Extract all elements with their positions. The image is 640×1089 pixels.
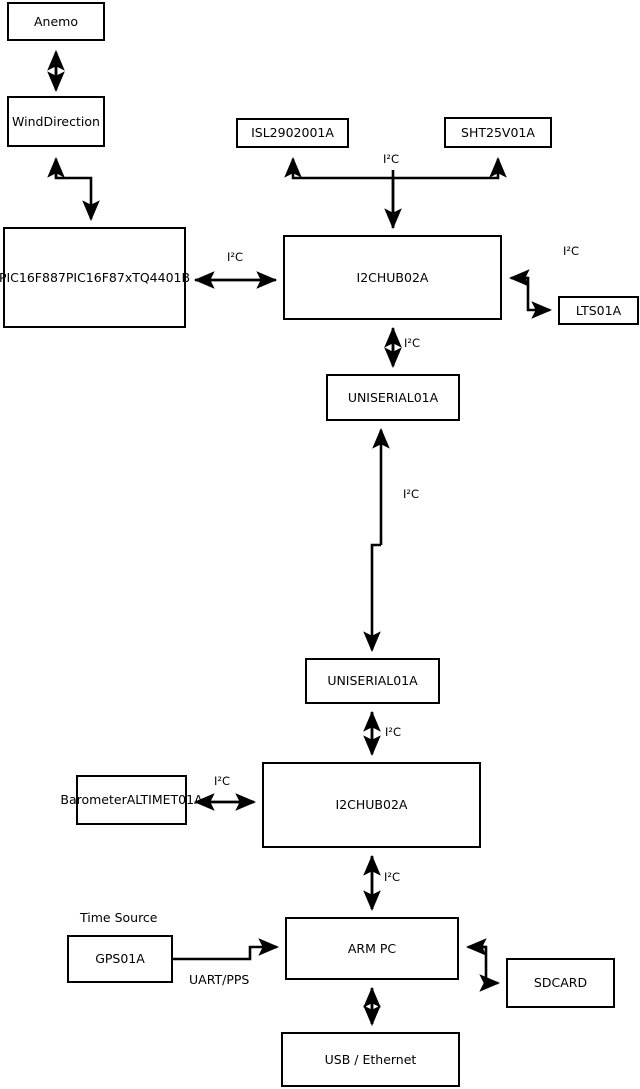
edge-arm-sdcard <box>469 945 501 992</box>
label-uart-pps: UART/PPS <box>189 972 250 987</box>
node-isl2902001a[interactable]: ISL2902001A <box>236 118 349 148</box>
node-usb-ethernet[interactable]: USB / Ethernet <box>281 1032 460 1087</box>
edge-bus-sht <box>393 156 507 180</box>
label-i2c-hub2-arm: I²C <box>384 870 401 884</box>
node-anemo[interactable]: Anemo <box>7 2 105 41</box>
label-i2c-pic-hub: I²C <box>227 250 244 264</box>
node-i2chub02a-upper[interactable]: I2CHUB02A <box>283 235 502 320</box>
node-sdcard[interactable]: SDCARD <box>506 958 615 1008</box>
node-lts01a[interactable]: LTS01A <box>558 296 639 325</box>
node-sht25v01a[interactable]: SHT25V01A <box>444 117 552 148</box>
edge-pic-wind <box>54 160 100 222</box>
label-i2c-uniserial-hub2: I²C <box>385 725 402 739</box>
node-gps01a[interactable]: GPS01A <box>67 935 173 983</box>
node-i2chub02a-lower[interactable]: I2CHUB02A <box>262 762 481 848</box>
edge-hub1-bus <box>284 156 395 228</box>
label-i2c-uniserial-link: I²C <box>403 487 420 501</box>
label-i2c-barometer-hub2: I²C <box>214 774 231 788</box>
label-i2c-hub-sensors: I²C <box>383 152 400 166</box>
node-uniserial01a-upper[interactable]: UNISERIAL01A <box>326 374 460 421</box>
label-i2c-hub-lts: I²C <box>563 244 580 258</box>
edge-hub1-lts <box>512 276 553 319</box>
label-i2c-hub-uniserial: I²C <box>404 336 421 350</box>
edge-gps-arm <box>173 938 280 961</box>
node-uniserial01a-lower[interactable]: UNISERIAL01A <box>305 658 440 704</box>
edge-uni1-uni2 <box>363 543 381 653</box>
node-arm-pc[interactable]: ARM PC <box>285 917 459 980</box>
label-time-source: Time Source <box>80 910 158 925</box>
